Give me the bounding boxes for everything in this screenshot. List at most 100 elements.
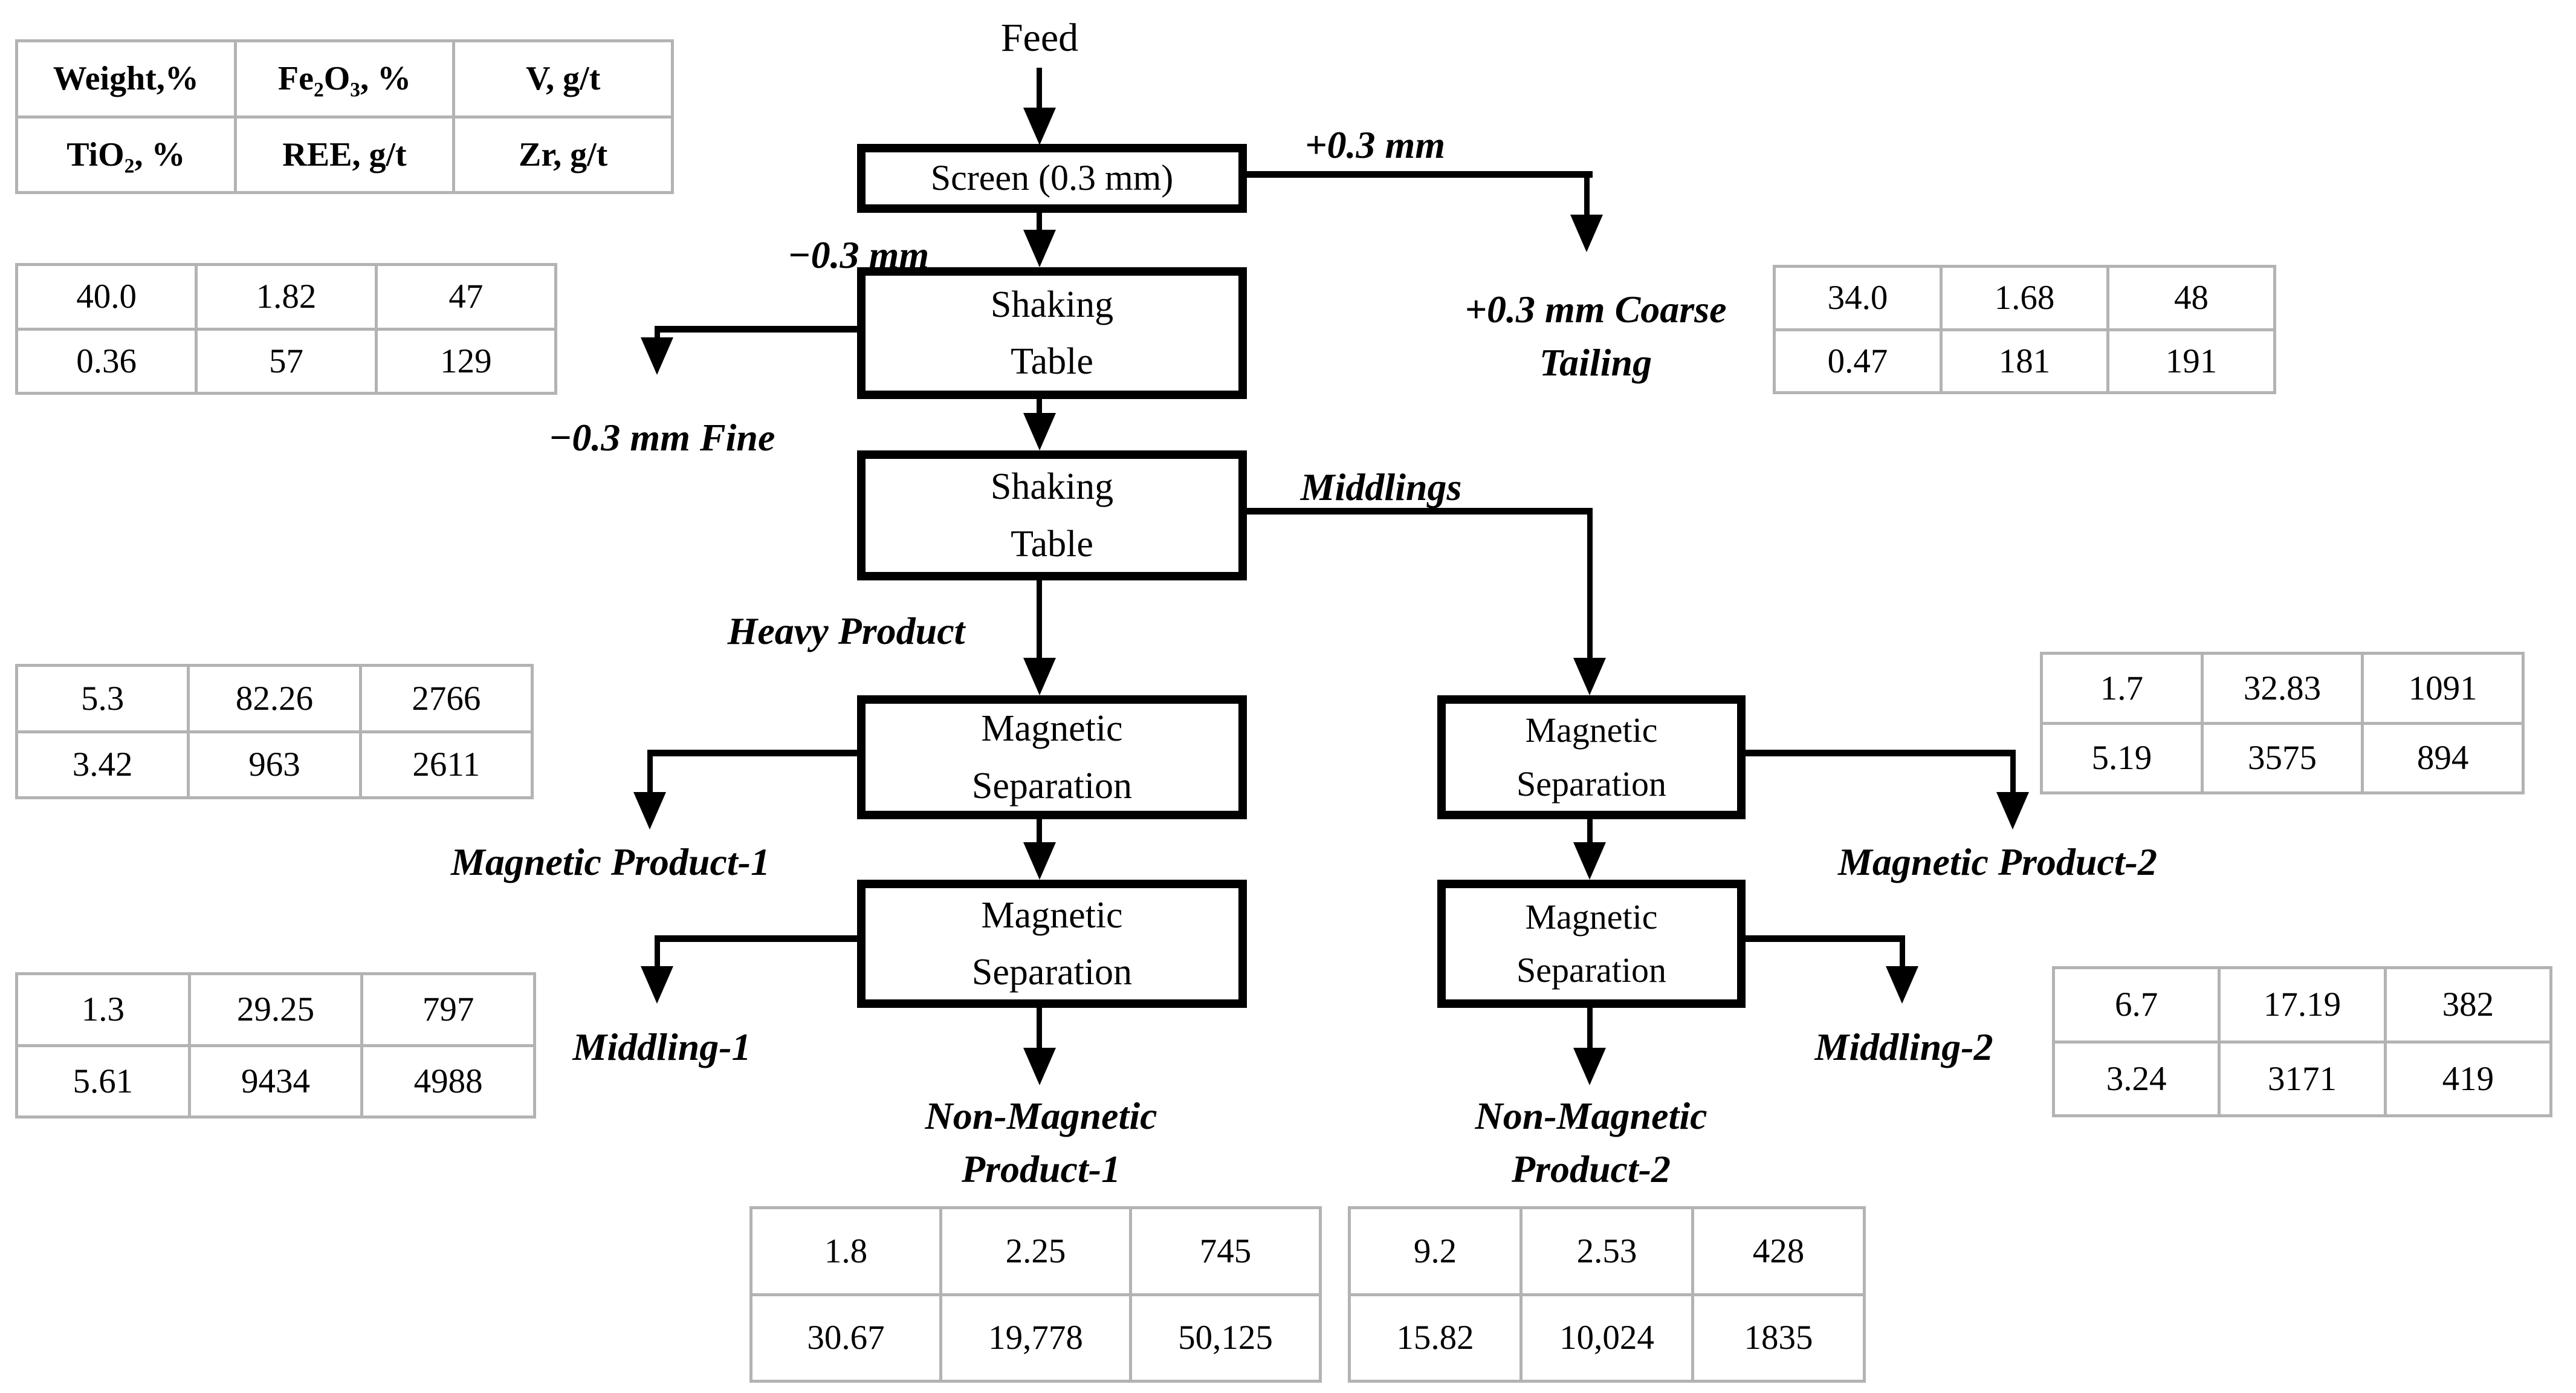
plus03-label: +0.3 mm: [1304, 123, 1446, 166]
minus03-label: −0.3 mm: [787, 233, 930, 276]
table-cell: 57: [195, 327, 378, 395]
table-cell: 2.25: [939, 1206, 1132, 1296]
table-cell: 3575: [2200, 721, 2364, 794]
table-cell: 9434: [187, 1044, 364, 1119]
table-cell: 9.2: [1348, 1206, 1523, 1296]
table-cell: 382: [2383, 966, 2553, 1044]
arrow-feed-to-screen-line: [1037, 68, 1042, 112]
table-cell: 48: [2106, 265, 2276, 331]
table-cell: 19,778: [939, 1293, 1132, 1383]
table-cell: 191: [2106, 328, 2276, 394]
table-cell: 129: [374, 327, 558, 395]
arrow-st1-to-st2-head: [1023, 413, 1056, 450]
shaking-table-1-label-line2: Table: [1011, 341, 1093, 382]
magnetic-separation-1-right-line2: Separation: [1516, 764, 1667, 804]
shaking-table-2-label-line1: Shaking: [990, 466, 1114, 508]
arrow-ms2r-to-nmp2-head: [1573, 1048, 1606, 1085]
table-cell: 797: [360, 972, 536, 1047]
screen-box: Screen (0.3 mm): [857, 144, 1247, 213]
table-cell: 17.19: [2218, 966, 2387, 1044]
mid1-elbow-vertical: [655, 935, 660, 970]
shaking-table-1-label-line1: Shaking: [990, 284, 1114, 325]
table-cell: 419: [2383, 1040, 2553, 1117]
magnetic-separation-1-right-box: Magnetic Separation: [1437, 695, 1746, 819]
arrow-ms1l-to-ms2l-line: [1037, 819, 1042, 846]
fine-elbow-horizontal: [655, 326, 857, 333]
coarse-tailing-label-line1: +0.3 mm Coarse: [1464, 288, 1727, 331]
table-cell: 2611: [358, 730, 534, 799]
mid1-elbow-head: [641, 966, 673, 1004]
arrow-screen-to-st1-line: [1037, 213, 1042, 233]
mp2-elbow-horizontal: [1746, 750, 2016, 756]
table-cell: 1835: [1691, 1293, 1866, 1383]
table-cell: 3171: [2218, 1040, 2387, 1117]
table-cell: 894: [2361, 721, 2525, 794]
non-magnetic-product-2-line1: Non-Magnetic: [1475, 1094, 1707, 1137]
arrow-ms1r-to-ms2r-head: [1573, 842, 1606, 880]
table-cell: 47: [374, 263, 558, 331]
arrow-screen-to-st1-head: [1023, 230, 1056, 267]
mid2-elbow-vertical: [1900, 935, 1905, 970]
magnetic-separation-2-right-box: Magnetic Separation: [1437, 880, 1746, 1008]
magnetic-product-1-table: 5.3 82.26 2766 3.42 963 2611: [15, 664, 534, 799]
arrow-st1-to-st2-line: [1037, 399, 1042, 417]
coarse-tailing-label-line2: Tailing: [1539, 341, 1652, 385]
table-cell: 29.25: [187, 972, 364, 1047]
middlings-elbow-vertical: [1587, 508, 1593, 661]
mp1-elbow-vertical: [647, 750, 653, 796]
non-magnetic-product-1-label: Non-Magnetic Product-1: [846, 1089, 1236, 1197]
table-cell: 3.24: [2051, 1040, 2221, 1117]
magnetic-separation-1-right-line1: Magnetic: [1525, 710, 1658, 750]
table-cell: 1.68: [1940, 265, 2109, 331]
shaking-table-2-label-line2: Table: [1011, 523, 1093, 565]
mp1-elbow-horizontal: [647, 750, 857, 756]
non-magnetic-product-1-table: 1.8 2.25 745 30.67 19,778 50,125: [749, 1206, 1322, 1383]
minus03-fine-label: −0.3 mm Fine: [548, 416, 775, 459]
shaking-table-2-box: Shaking Table: [857, 450, 1247, 580]
non-magnetic-product-1-line2: Product-1: [961, 1148, 1121, 1191]
table-cell: 181: [1940, 328, 2109, 394]
legend-cell: V, g/t: [452, 39, 674, 119]
table-cell: 963: [187, 730, 362, 799]
arrow-ms1r-to-ms2r-line: [1587, 819, 1593, 846]
fine-elbow-head: [641, 337, 673, 375]
magnetic-separation-1-left-line2: Separation: [971, 765, 1133, 807]
non-magnetic-product-1-line1: Non-Magnetic: [925, 1094, 1157, 1137]
middling-1-table: 1.3 29.25 797 5.61 9434 4988: [15, 972, 536, 1119]
table-cell: 1.8: [749, 1206, 942, 1296]
arrow-st2-to-ms1-head: [1023, 658, 1056, 695]
table-cell: 2766: [358, 664, 534, 733]
legend-cell: REE, g/t: [233, 115, 456, 194]
coarse-tailing-table: 34.0 1.68 48 0.47 181 191: [1773, 265, 2276, 394]
magnetic-separation-1-left-line1: Magnetic: [981, 708, 1123, 750]
fine-elbow-vertical: [655, 326, 660, 342]
magnetic-separation-1-left-box: Magnetic Separation: [857, 695, 1247, 819]
middling-1-label: Middling-1: [572, 1025, 751, 1068]
screen-box-label: Screen (0.3 mm): [930, 158, 1174, 198]
table-cell: 4988: [360, 1044, 536, 1119]
middling-2-table: 6.7 17.19 382 3.24 3171 419: [2051, 966, 2553, 1117]
magnetic-separation-2-right-line1: Magnetic: [1525, 897, 1658, 937]
magnetic-product-1-label: Magnetic Product-1: [451, 840, 770, 883]
table-cell: 1091: [2361, 652, 2525, 725]
legend-cell: Fe₂O₃, %: [233, 39, 456, 119]
non-magnetic-product-2-line2: Product-2: [1511, 1148, 1671, 1191]
coarse-elbow-vertical: [1584, 171, 1590, 219]
arrow-ms2l-to-nmp1-head: [1023, 1048, 1056, 1085]
table-cell: 30.67: [749, 1293, 942, 1383]
non-magnetic-product-2-table: 9.2 2.53 428 15.82 10,024 1835: [1348, 1206, 1866, 1383]
table-cell: 5.19: [2040, 721, 2204, 794]
mp2-elbow-head: [1996, 792, 2029, 830]
magnetic-separation-2-left-box: Magnetic Separation: [857, 880, 1247, 1008]
magnetic-separation-2-right-line2: Separation: [1516, 950, 1667, 990]
magnetic-separation-2-left-line1: Magnetic: [981, 894, 1123, 936]
table-cell: 10,024: [1519, 1293, 1694, 1383]
arrow-ms1l-to-ms2l-head: [1023, 842, 1056, 880]
feed-label: Feed: [1000, 16, 1079, 60]
legend-cell: Weight,%: [15, 39, 237, 119]
magnetic-product-2-label: Magnetic Product-2: [1838, 840, 2157, 883]
arrow-middlings-to-ms1r-head: [1573, 658, 1606, 695]
table-cell: 82.26: [187, 664, 362, 733]
coarse-tailing-label: +0.3 mm Coarse Tailing: [1402, 283, 1789, 390]
